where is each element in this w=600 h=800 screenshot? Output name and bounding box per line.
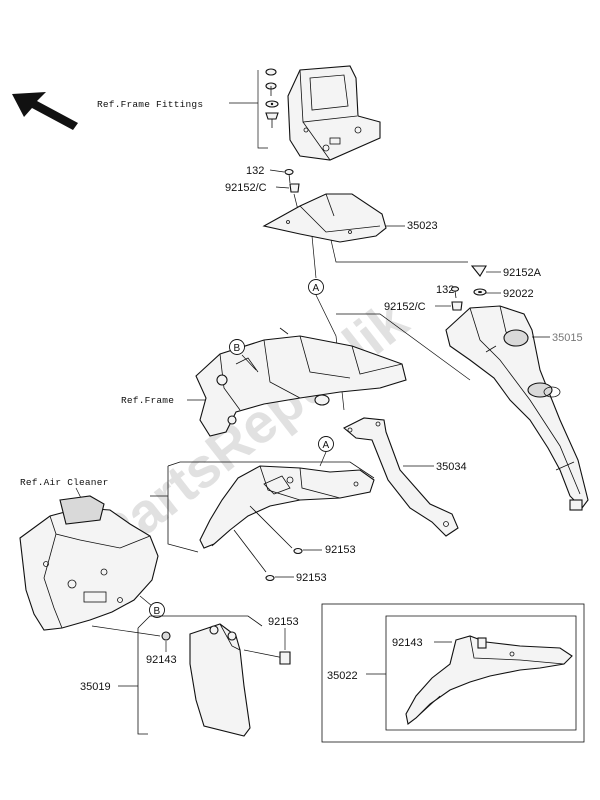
air-cleaner-housing bbox=[19, 495, 159, 631]
svg-text:B: B bbox=[154, 606, 161, 617]
callout-a-mid: A bbox=[318, 436, 334, 467]
part-number-92153-c: 92153 bbox=[268, 616, 299, 628]
callout-b-left: B bbox=[139, 595, 165, 618]
fender-35022 bbox=[405, 635, 573, 725]
part-number-92153-a: 92153 bbox=[325, 544, 356, 556]
part-number-35019: 35019 bbox=[80, 681, 111, 693]
clip-92152c-top bbox=[289, 183, 300, 193]
svg-text:A: A bbox=[313, 283, 320, 294]
part-number-92022: 92022 bbox=[503, 288, 534, 300]
part-number-132-top: 132 bbox=[246, 165, 264, 177]
callout-a-top: A bbox=[308, 279, 324, 295]
grommet-92152a bbox=[470, 265, 487, 277]
part-number-92152c-mid: 92152/C bbox=[384, 301, 426, 313]
part-number-92143-right: 92143 bbox=[392, 637, 423, 649]
stay-35034 bbox=[343, 417, 459, 537]
rear-frame bbox=[195, 327, 407, 437]
battery-case bbox=[287, 65, 381, 161]
svg-text:A: A bbox=[323, 440, 330, 451]
screw-92153-b bbox=[233, 529, 275, 582]
part-number-132-mid: 132 bbox=[436, 284, 454, 296]
ref-frame-fittings-label: Ref.Frame Fittings bbox=[97, 99, 203, 110]
ref-air-cleaner-label: Ref.Air Cleaner bbox=[20, 477, 109, 488]
inner-fender-35019-assembly bbox=[199, 465, 375, 549]
rear-fender-35015 bbox=[445, 305, 589, 511]
screw-92153-c bbox=[243, 649, 291, 665]
bolt-132-mid bbox=[450, 286, 460, 299]
screw-92153-a bbox=[249, 505, 303, 555]
part-number-92152a: 92152A bbox=[503, 267, 542, 279]
part-number-35015: 35015 bbox=[552, 332, 583, 344]
part-number-92152c-top: 92152/C bbox=[225, 182, 267, 194]
tray-35023 bbox=[262, 193, 387, 243]
part-number-92153-b: 92153 bbox=[296, 572, 327, 584]
part-number-92143-left: 92143 bbox=[146, 654, 177, 666]
frame-fittings-bolts bbox=[265, 68, 279, 128]
bolt-132-top bbox=[284, 168, 294, 184]
ref-frame-label: Ref.Frame bbox=[121, 395, 174, 406]
part-number-35022: 35022 bbox=[327, 670, 358, 682]
direction-arrow-icon bbox=[12, 92, 78, 130]
inset-box-35022 bbox=[321, 603, 585, 743]
svg-text:B: B bbox=[234, 343, 241, 354]
clip-92152c-mid bbox=[451, 301, 463, 311]
part-number-35023: 35023 bbox=[407, 220, 438, 232]
washer-92022 bbox=[473, 288, 487, 296]
callout-b-right: B bbox=[229, 339, 257, 371]
part-number-35034: 35034 bbox=[436, 461, 467, 473]
mudflap-35019 bbox=[189, 623, 251, 737]
nut-92143-left bbox=[161, 631, 171, 641]
